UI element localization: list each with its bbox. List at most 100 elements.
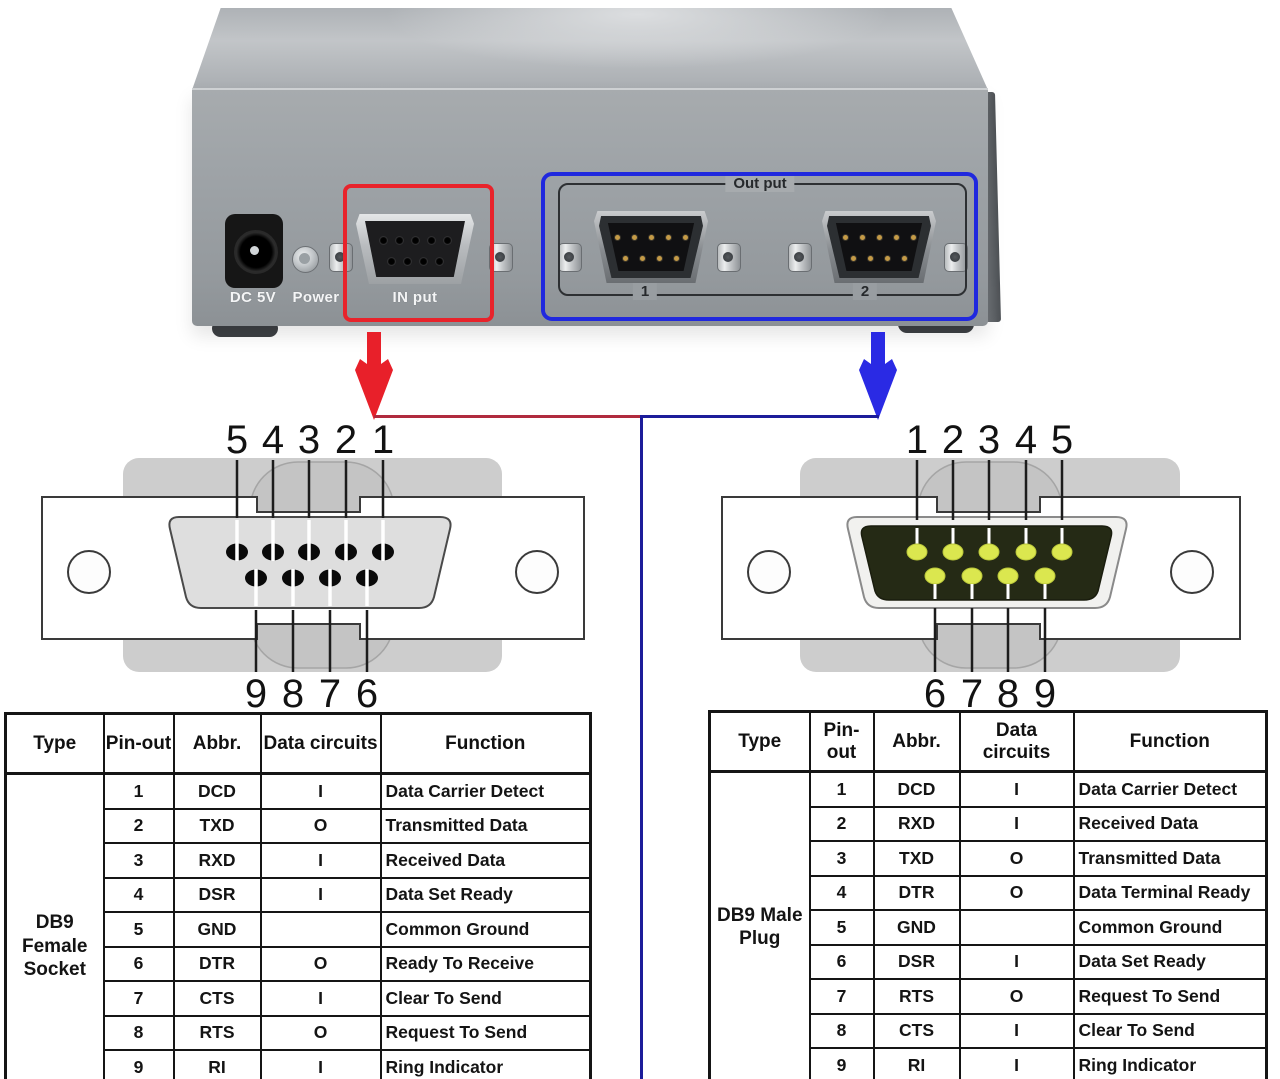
column-header: Abbr. [172, 712, 262, 775]
pin-number: 6 [356, 672, 378, 716]
table-cell: 4 [102, 876, 175, 913]
table-cell: 6 [102, 945, 175, 982]
pin-number: 8 [997, 672, 1019, 716]
table-cell: GND [872, 909, 961, 946]
screw-post [329, 243, 353, 272]
table-cell: 3 [808, 840, 875, 877]
table-cell: O [259, 945, 382, 982]
table-cell: 4 [808, 874, 875, 911]
pin-number: 5 [1051, 420, 1073, 462]
table-cell: Received Data [1072, 805, 1268, 842]
device-top-face [192, 8, 988, 90]
table-cell: Clear To Send [1072, 1012, 1268, 1049]
table-type-cell: DB9 Female Socket [4, 772, 105, 1079]
column-header: Type [708, 710, 811, 773]
table-cell: DTR [172, 945, 262, 982]
table-cell: DTR [872, 874, 961, 911]
pin-number: 4 [262, 420, 284, 462]
screw-post [788, 243, 812, 272]
pin-number: 3 [298, 420, 320, 462]
power-led [292, 246, 319, 273]
red-connector-line [374, 415, 642, 418]
input-label: IN put [392, 289, 438, 306]
table-cell: O [259, 1014, 382, 1051]
table-cell: Request To Send [379, 1014, 592, 1051]
table-cell: I [958, 943, 1075, 980]
power-label: Power [292, 289, 340, 306]
table-cell: I [958, 1012, 1075, 1049]
table-cell: Received Data [379, 842, 592, 879]
table-cell: DCD [172, 772, 262, 810]
pin-number: 6 [924, 672, 946, 716]
table-cell: Clear To Send [379, 980, 592, 1017]
table-cell: 5 [808, 909, 875, 946]
table-cell: DSR [172, 876, 262, 913]
power-led-core [299, 253, 310, 264]
table-cell: DCD [872, 770, 961, 808]
table-cell: Data Carrier Detect [1072, 770, 1268, 808]
table-cell: DSR [872, 943, 961, 980]
db9-female-pinout-table: Type Pin-out Abbr. Data circuits Functio… [4, 712, 592, 1079]
table-cell: 1 [808, 770, 875, 808]
blue-connector-line [642, 415, 879, 418]
table-cell: Transmitted Data [379, 807, 592, 844]
table-cell: I [259, 1049, 382, 1079]
column-header: Type [4, 712, 105, 775]
pin-number: 7 [961, 672, 983, 716]
pin-number: 9 [245, 672, 267, 716]
table-cell: 5 [102, 911, 175, 948]
dc-jack-pin [250, 246, 259, 255]
table-cell: I [259, 842, 382, 879]
dc-power-jack [225, 214, 283, 288]
table-cell: Ready To Receive [379, 945, 592, 982]
output-highlight-box [541, 172, 978, 321]
table-cell: 8 [808, 1012, 875, 1049]
table-cell: RXD [172, 842, 262, 879]
table-cell: RTS [172, 1014, 262, 1051]
table-cell: TXD [872, 840, 961, 877]
pin-number: 1 [906, 420, 928, 462]
table-cell: Data Set Ready [1072, 943, 1268, 980]
table-cell: Transmitted Data [1072, 840, 1268, 877]
table-cell: O [958, 840, 1075, 877]
table-cell: 2 [808, 805, 875, 842]
table-cell: I [259, 772, 382, 810]
red-down-arrow-icon [355, 332, 393, 420]
table-cell: Request To Send [1072, 978, 1268, 1015]
screw-post [558, 243, 582, 272]
blue-down-arrow-icon [859, 332, 897, 420]
table-cell: 6 [808, 943, 875, 980]
table-cell: 2 [102, 807, 175, 844]
table-cell: 9 [102, 1049, 175, 1079]
pin-number: 5 [226, 420, 248, 462]
pin-number: 3 [978, 420, 1000, 462]
column-header: Pin-out [102, 712, 175, 775]
column-header: Function [379, 712, 592, 775]
pin-number: 4 [1015, 420, 1037, 462]
column-header: Data circuits [259, 712, 382, 775]
table-cell: 7 [102, 980, 175, 1017]
output-label: Out put [725, 175, 795, 192]
table-cell: Data Set Ready [379, 876, 592, 913]
pin-number: 9 [1034, 672, 1056, 716]
db9-female-diagram: 5 4 3 2 1 9 8 7 6 [41, 420, 585, 716]
table-cell: O [259, 807, 382, 844]
table-cell [958, 909, 1075, 946]
table-cell: I [958, 770, 1075, 808]
table-cell: 8 [102, 1014, 175, 1051]
screw-post [717, 243, 741, 272]
